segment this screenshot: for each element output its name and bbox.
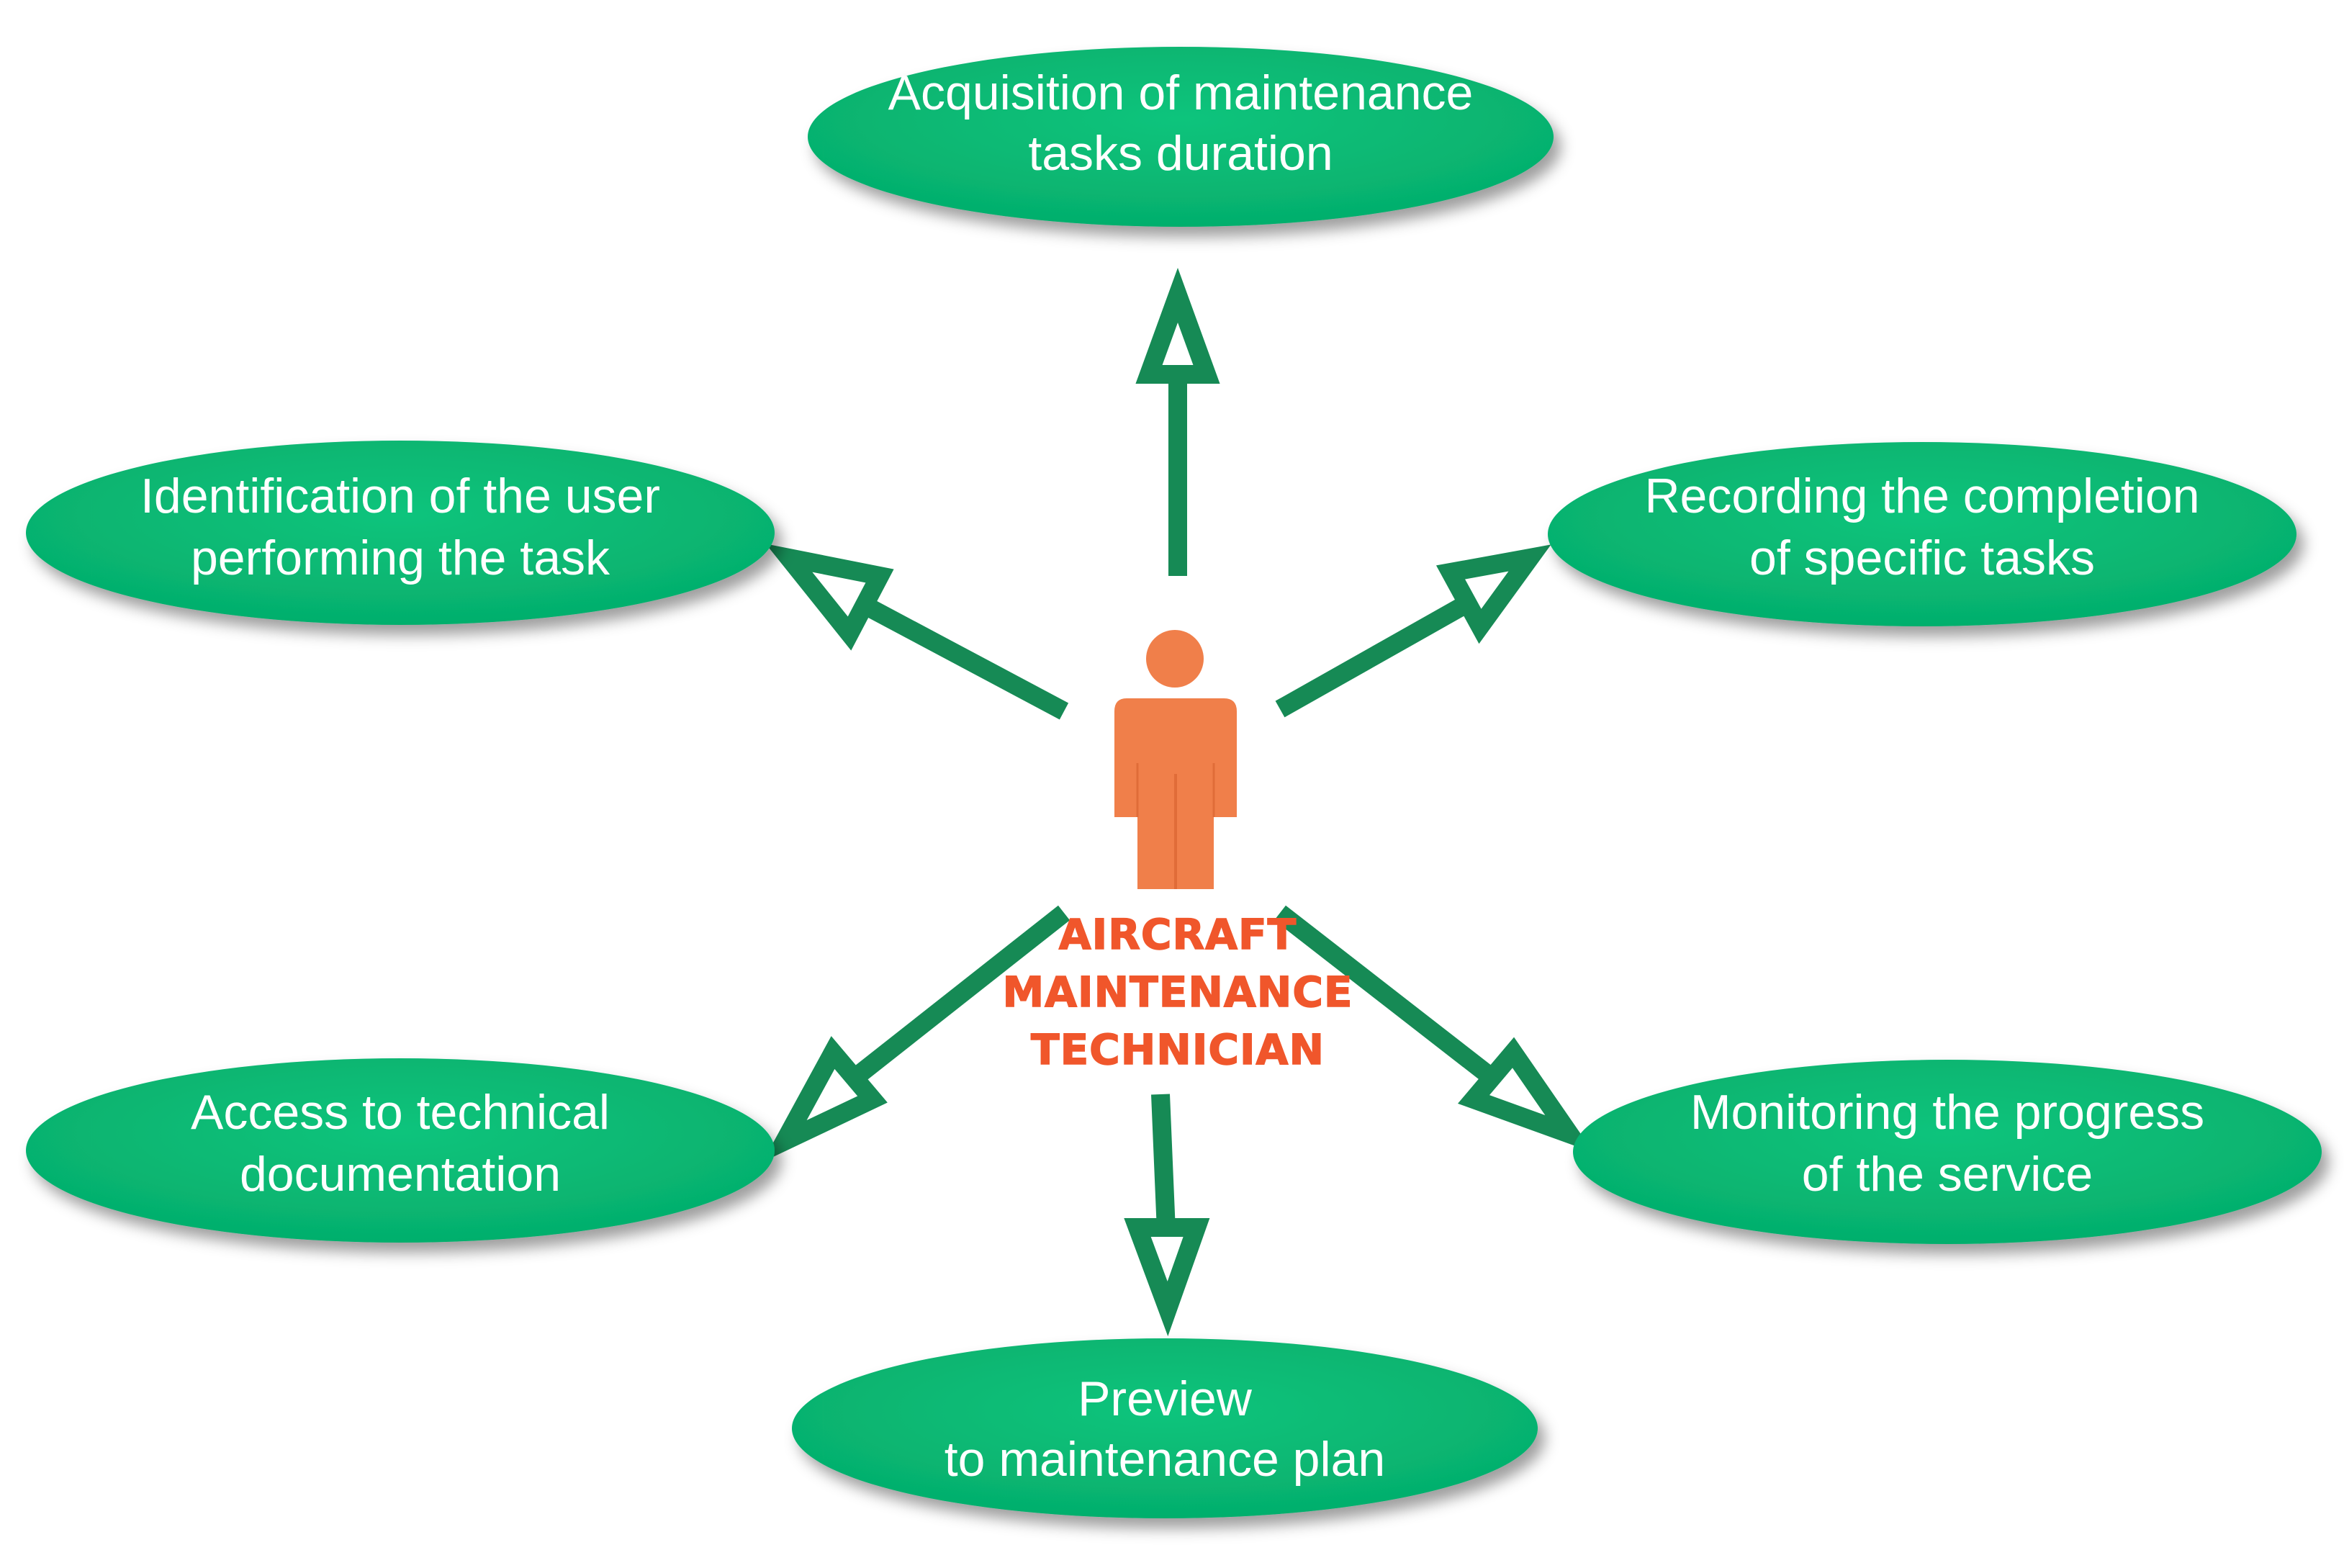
use-case-ellipse [1548, 442, 2296, 626]
use-case-upper-left: Identification of the user performing th… [26, 441, 775, 625]
arrow-to-upper-right [1275, 544, 1551, 718]
person-icon [1114, 630, 1237, 889]
use-case-label-line: performing the task [191, 531, 610, 585]
use-case-ellipse [1573, 1060, 2322, 1244]
use-case-lower-right: Monitoring the progress of the service [1573, 1060, 2322, 1244]
use-case-label-line: Monitoring the progress [1690, 1085, 2204, 1140]
use-case-ellipse [26, 441, 775, 625]
arrows [762, 267, 1594, 1337]
use-case-label-line: tasks duration [1028, 126, 1333, 181]
arrow-to-bottom [1124, 1094, 1210, 1337]
arrow-to-lower-right [1274, 905, 1594, 1153]
use-case-bottom: Preview to maintenance plan [792, 1338, 1538, 1518]
use-case-label-line: Preview [1078, 1371, 1253, 1426]
arrow-to-top [1135, 267, 1220, 576]
use-case-label-line: documentation [240, 1147, 561, 1202]
use-case-label-line: Identification of the user [140, 469, 660, 523]
use-case-label-line: Access to technical [191, 1085, 610, 1140]
actor-label-line: TECHNICIAN [1031, 1025, 1325, 1074]
use-case-label-line: of the service [1802, 1147, 2093, 1202]
actor-label-line: MAINTENANCE [1002, 968, 1353, 1017]
actor-label-line: AIRCRAFT [1059, 910, 1297, 959]
arrow-to-lower-left [762, 905, 1070, 1162]
arrow-to-upper-left [765, 544, 1069, 720]
use-case-label-line: Recording the completion [1644, 469, 2199, 523]
use-case-label-line: Acquisition of maintenance [888, 66, 1474, 120]
use-case-ellipse [792, 1338, 1538, 1518]
use-case-ellipse [26, 1058, 775, 1243]
use-case-lower-left: Access to technical documentation [26, 1058, 775, 1243]
use-case-label-line: to maintenance plan [945, 1432, 1385, 1487]
use-case-upper-right: Recording the completion of specific tas… [1548, 442, 2296, 626]
use-case-ellipse [808, 47, 1554, 227]
actor-label: AIRCRAFT MAINTENANCE TECHNICIAN [1002, 909, 1353, 1075]
use-case-label-line: of specific tasks [1749, 531, 2095, 585]
use-case-top: Acquisition of maintenance tasks duratio… [808, 47, 1554, 227]
